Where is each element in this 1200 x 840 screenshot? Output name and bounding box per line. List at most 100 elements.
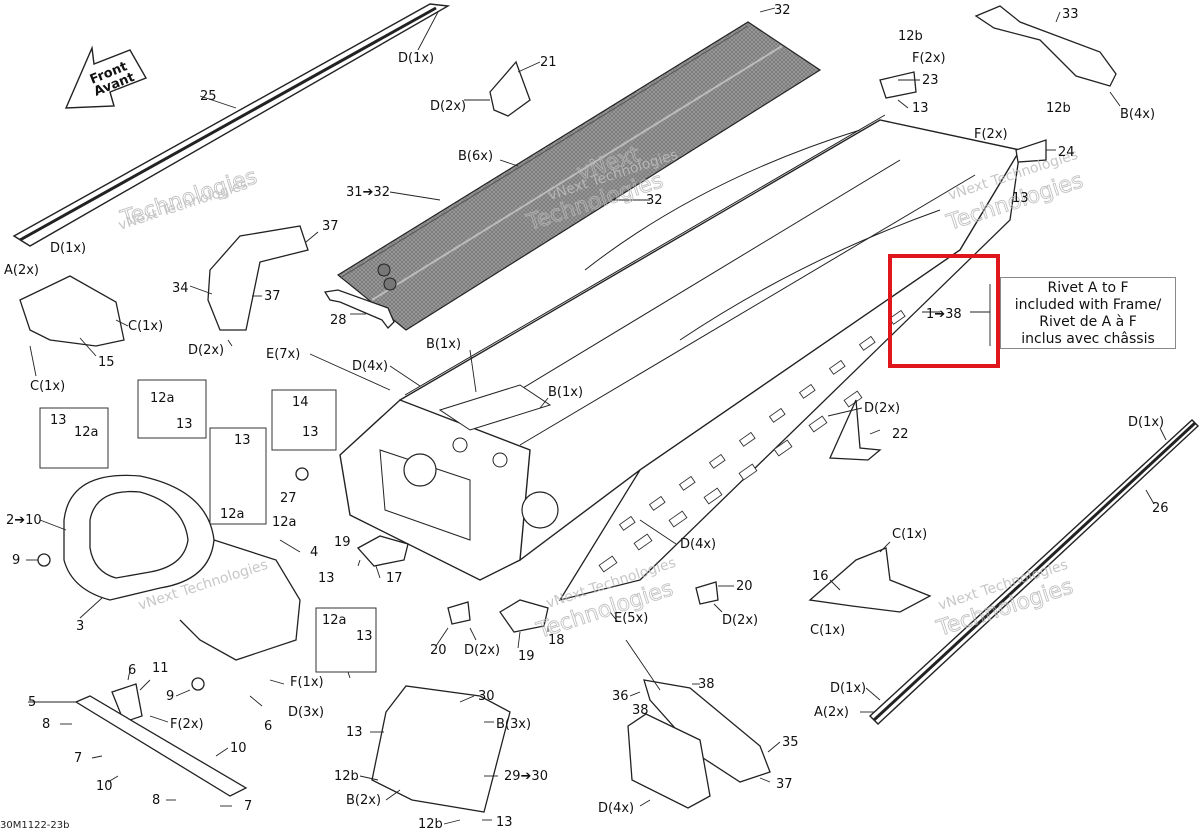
callout-37: 37 bbox=[264, 289, 281, 304]
callout-9: 9 bbox=[166, 689, 174, 704]
heat-exchanger-panel bbox=[336, 21, 822, 331]
callout-b1x: B(1x) bbox=[426, 337, 461, 352]
callout-13: 13 bbox=[1012, 191, 1029, 206]
hardware-boxes bbox=[39, 379, 377, 673]
callout-35: 35 bbox=[782, 735, 799, 750]
callout-c1x: C(1x) bbox=[892, 527, 927, 542]
callout-13: 13 bbox=[234, 433, 251, 448]
callout-c1x: C(1x) bbox=[810, 623, 845, 638]
callout-13: 13 bbox=[318, 571, 335, 586]
note-line-1: Rivet A to F bbox=[1047, 280, 1129, 296]
callout-38: 38 bbox=[632, 703, 649, 718]
callout-10: 10 bbox=[96, 779, 113, 794]
running-board-right bbox=[868, 419, 1200, 725]
callout-13: 13 bbox=[912, 101, 929, 116]
callout-12a: 12a bbox=[220, 507, 245, 522]
callout-d2x: D(2x) bbox=[464, 643, 500, 658]
callout-e5x: E(5x) bbox=[614, 611, 648, 626]
callout-37: 37 bbox=[776, 777, 793, 792]
callout-13: 13 bbox=[356, 629, 373, 644]
callout-20: 20 bbox=[430, 643, 447, 658]
callout-7: 7 bbox=[74, 751, 82, 766]
front-direction-arrow: Front Avant bbox=[64, 45, 148, 109]
callout-8: 8 bbox=[152, 793, 160, 808]
callout-24: 24 bbox=[1058, 145, 1075, 160]
callout-labels: 32 33 25 D(1x) 21 D(2x) 12b F(2x) 23 13 … bbox=[4, 3, 1169, 832]
callout-18: 18 bbox=[548, 633, 565, 648]
callout-d4x: D(4x) bbox=[680, 537, 716, 552]
callout-b3x: B(3x) bbox=[496, 717, 531, 732]
range-label: 1➔38 bbox=[926, 307, 962, 322]
running-board-left bbox=[12, 3, 451, 247]
callout-26: 26 bbox=[1152, 501, 1169, 516]
callout-31-32: 31➔32 bbox=[346, 185, 390, 200]
callout-37: 37 bbox=[322, 219, 339, 234]
callout-12b: 12b bbox=[898, 29, 923, 44]
callout-d1x: D(1x) bbox=[830, 681, 866, 696]
callout-13: 13 bbox=[176, 417, 193, 432]
callout-a2x: A(2x) bbox=[4, 263, 39, 278]
callout-f1x: F(1x) bbox=[290, 675, 324, 690]
callout-38: 38 bbox=[698, 677, 715, 692]
callout-12a: 12a bbox=[272, 515, 297, 530]
callout-15: 15 bbox=[98, 355, 115, 370]
callout-34: 34 bbox=[172, 281, 189, 296]
callout-b4x: B(4x) bbox=[1120, 107, 1155, 122]
callout-d3x: D(3x) bbox=[288, 705, 324, 720]
callout-b2x: B(2x) bbox=[346, 793, 381, 808]
callout-13: 13 bbox=[50, 413, 67, 428]
callout-d2x: D(2x) bbox=[430, 99, 466, 114]
callout-d1x: D(1x) bbox=[398, 51, 434, 66]
note-line-4: inclus avec châssis bbox=[1021, 331, 1155, 347]
callout-3: 3 bbox=[76, 619, 84, 634]
callout-a2x: A(2x) bbox=[814, 705, 849, 720]
callout-19: 19 bbox=[518, 649, 535, 664]
bracket-28 bbox=[323, 289, 395, 329]
callout-11: 11 bbox=[152, 661, 169, 676]
callout-21: 21 bbox=[540, 55, 557, 70]
callout-22: 22 bbox=[892, 427, 909, 442]
callout-2-10: 2➔10 bbox=[6, 513, 42, 528]
tunnel-frame bbox=[339, 114, 1022, 602]
callout-30: 30 bbox=[478, 689, 495, 704]
callout-33: 33 bbox=[1062, 7, 1079, 22]
callout-12b: 12b bbox=[1046, 101, 1071, 116]
callout-12a: 12a bbox=[150, 391, 175, 406]
rivet-note-box: Rivet A to F included with Frame/ Rivet … bbox=[1000, 277, 1176, 349]
document-id: 30M1122-23b bbox=[0, 820, 70, 831]
callout-6: 6 bbox=[128, 663, 136, 678]
callout-36: 36 bbox=[612, 689, 629, 704]
callout-12a: 12a bbox=[322, 613, 347, 628]
callout-c1x: C(1x) bbox=[128, 319, 163, 334]
callout-f2x: F(2x) bbox=[974, 127, 1008, 142]
callout-d2x: D(2x) bbox=[864, 401, 900, 416]
callout-c1x: C(1x) bbox=[30, 379, 65, 394]
note-line-2: included with Frame/ bbox=[1014, 297, 1162, 313]
callout-13: 13 bbox=[346, 725, 363, 740]
callout-f2x: F(2x) bbox=[170, 717, 204, 732]
callout-12a: 12a bbox=[74, 425, 99, 440]
callout-32: 32 bbox=[646, 193, 663, 208]
callout-19: 19 bbox=[334, 535, 351, 550]
callout-12b: 12b bbox=[334, 769, 359, 784]
leader-lines bbox=[26, 7, 1167, 825]
callout-6: 6 bbox=[264, 719, 272, 734]
callout-20: 20 bbox=[736, 579, 753, 594]
callout-d4x: D(4x) bbox=[598, 801, 634, 816]
callout-5: 5 bbox=[28, 695, 36, 710]
callout-14: 14 bbox=[292, 395, 309, 410]
callout-10: 10 bbox=[230, 741, 247, 756]
small-parts bbox=[19, 5, 1117, 813]
callout-b1x: B(1x) bbox=[548, 385, 583, 400]
callout-e7x: E(7x) bbox=[266, 347, 300, 362]
callout-b6x: B(6x) bbox=[458, 149, 493, 164]
callout-d4x: D(4x) bbox=[352, 359, 388, 374]
callout-d2x: D(2x) bbox=[722, 613, 758, 628]
callout-25: 25 bbox=[200, 89, 217, 104]
callout-29-30: 29➔30 bbox=[504, 769, 548, 784]
callout-f2x: F(2x) bbox=[912, 51, 946, 66]
callout-d1x: D(1x) bbox=[1128, 415, 1164, 430]
callout-13: 13 bbox=[496, 815, 513, 830]
highlight-box bbox=[888, 254, 1000, 368]
